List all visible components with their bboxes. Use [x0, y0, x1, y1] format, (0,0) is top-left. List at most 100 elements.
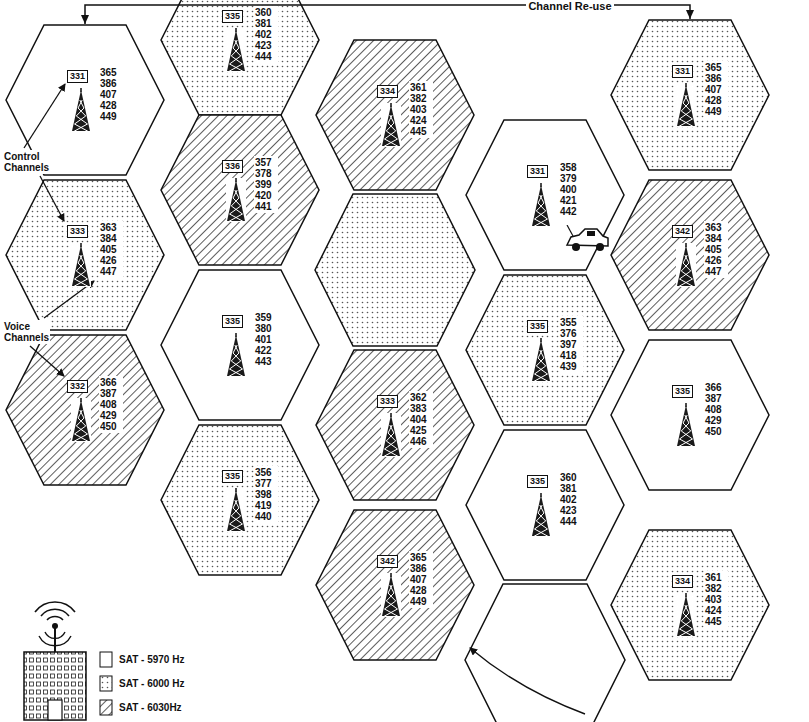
tower-mast: [540, 183, 542, 187]
tower-lattice: [386, 123, 394, 131]
tower-lattice: [683, 103, 691, 111]
tower-lattice: [385, 441, 396, 449]
tower-lattice: [538, 358, 546, 366]
channel-list: 365 386 407 428 449: [409, 551, 433, 608]
tower-lattice: [233, 500, 237, 508]
tower-mast: [235, 28, 237, 32]
tower-mast: [685, 403, 687, 407]
tower-body: [532, 340, 550, 381]
tower-lattice: [680, 271, 691, 279]
tower-lattice: [233, 48, 241, 56]
tower-lattice: [538, 195, 542, 203]
tower-lattice: [230, 56, 241, 64]
tower-lattice: [681, 613, 689, 621]
tower-symbol: [672, 243, 700, 287]
reuse-arrow: [470, 648, 585, 714]
hexagon-shape: [161, 0, 319, 115]
channel-list: 366 387 408 429 450: [99, 376, 123, 433]
tower-ground: [676, 243, 696, 287]
tower-body: [72, 400, 90, 441]
tower-lattice: [385, 601, 396, 609]
tower-lattice: [678, 439, 693, 447]
tower-lattice: [230, 214, 245, 222]
hexagon-shape: [316, 350, 474, 500]
tower-ground: [381, 103, 401, 147]
tower-lattice: [383, 449, 398, 457]
tower-lattice: [538, 203, 546, 211]
tower-lattice: [231, 508, 239, 516]
callout-label: Voice Channels: [2, 320, 50, 344]
channel-list: 360 381 402 423 444: [559, 471, 583, 528]
tower-body: [227, 30, 245, 71]
tower-body: [532, 495, 550, 536]
legend-text: SAT - 6030Hz: [117, 702, 184, 714]
tower-body: [227, 180, 245, 221]
cell-hexagon: 342363 384 405 426 447: [610, 179, 770, 331]
tower-lattice: [231, 206, 242, 214]
sat-code: 335: [527, 320, 548, 333]
cell-hexagon: 342 365 386 407 428 449: [315, 509, 475, 661]
sat-code: 342: [377, 555, 398, 568]
tower-lattice: [233, 353, 241, 361]
car-antenna: [567, 225, 573, 236]
hexagon-shape: [316, 40, 474, 190]
tower-lattice: [535, 529, 550, 537]
sat-code: 335: [672, 385, 693, 398]
sat-code: 331: [527, 165, 548, 178]
tower-lattice: [680, 439, 695, 447]
tower-ground: [226, 178, 246, 222]
tower-lattice: [535, 521, 546, 529]
tower-lattice: [681, 431, 692, 439]
tower-lattice: [536, 211, 547, 219]
legend-swatch: [100, 676, 112, 691]
tower-lattice: [231, 516, 242, 524]
tower-body: [677, 595, 695, 636]
tower-ground: [71, 243, 91, 287]
tower-lattice: [538, 505, 542, 513]
tower-lattice: [228, 524, 243, 532]
tower-lattice: [385, 139, 400, 147]
tower-lattice: [678, 629, 693, 637]
tower-lattice: [230, 206, 241, 214]
tower-ground: [71, 398, 91, 442]
channel-list: 358 379 400 421 442: [559, 161, 583, 218]
sat-code: 333: [67, 225, 88, 238]
tower-lattice: [680, 629, 695, 637]
tower-lattice: [683, 263, 691, 271]
tower-lattice: [386, 131, 397, 139]
tower-body: [677, 85, 695, 126]
tower-lattice: [535, 366, 546, 374]
tower-lattice: [231, 361, 242, 369]
tower-body: [382, 105, 400, 146]
cell-hexagon: 335356 377 398 419 440: [160, 424, 320, 576]
tower-symbol: [222, 28, 250, 72]
tower-lattice: [75, 434, 90, 442]
tower-body: [72, 245, 90, 286]
tower-mast: [80, 398, 82, 402]
tower-lattice: [230, 516, 241, 524]
hexagon-shape: [611, 20, 769, 170]
tower-lattice: [388, 425, 392, 433]
tower-lattice: [683, 95, 687, 103]
legend-text: SAT - 6000 Hz: [117, 678, 186, 690]
tower-symbol: [527, 183, 555, 227]
tower-lattice: [228, 214, 243, 222]
hexagon-shape: [611, 180, 769, 330]
tower-mast: [390, 413, 392, 417]
tower-lattice: [230, 361, 241, 369]
tower-body: [382, 575, 400, 616]
tower-lattice: [76, 116, 87, 124]
tower-lattice: [231, 48, 239, 56]
tower-lattice: [385, 609, 400, 617]
building-icon: [24, 602, 86, 720]
tower-ground: [71, 88, 91, 132]
cell-hexagon: 334361 382 403 424 445: [315, 39, 475, 191]
sat-code: 334: [672, 575, 693, 588]
tower-mast: [235, 488, 237, 492]
tower-mast: [235, 178, 237, 182]
sat-code: 335: [527, 475, 548, 488]
cell-hexagon: 335366 387 408 429 450: [610, 339, 770, 491]
legend-swatch: [100, 700, 112, 715]
tower-lattice: [233, 190, 237, 198]
tower-mast: [390, 103, 392, 107]
